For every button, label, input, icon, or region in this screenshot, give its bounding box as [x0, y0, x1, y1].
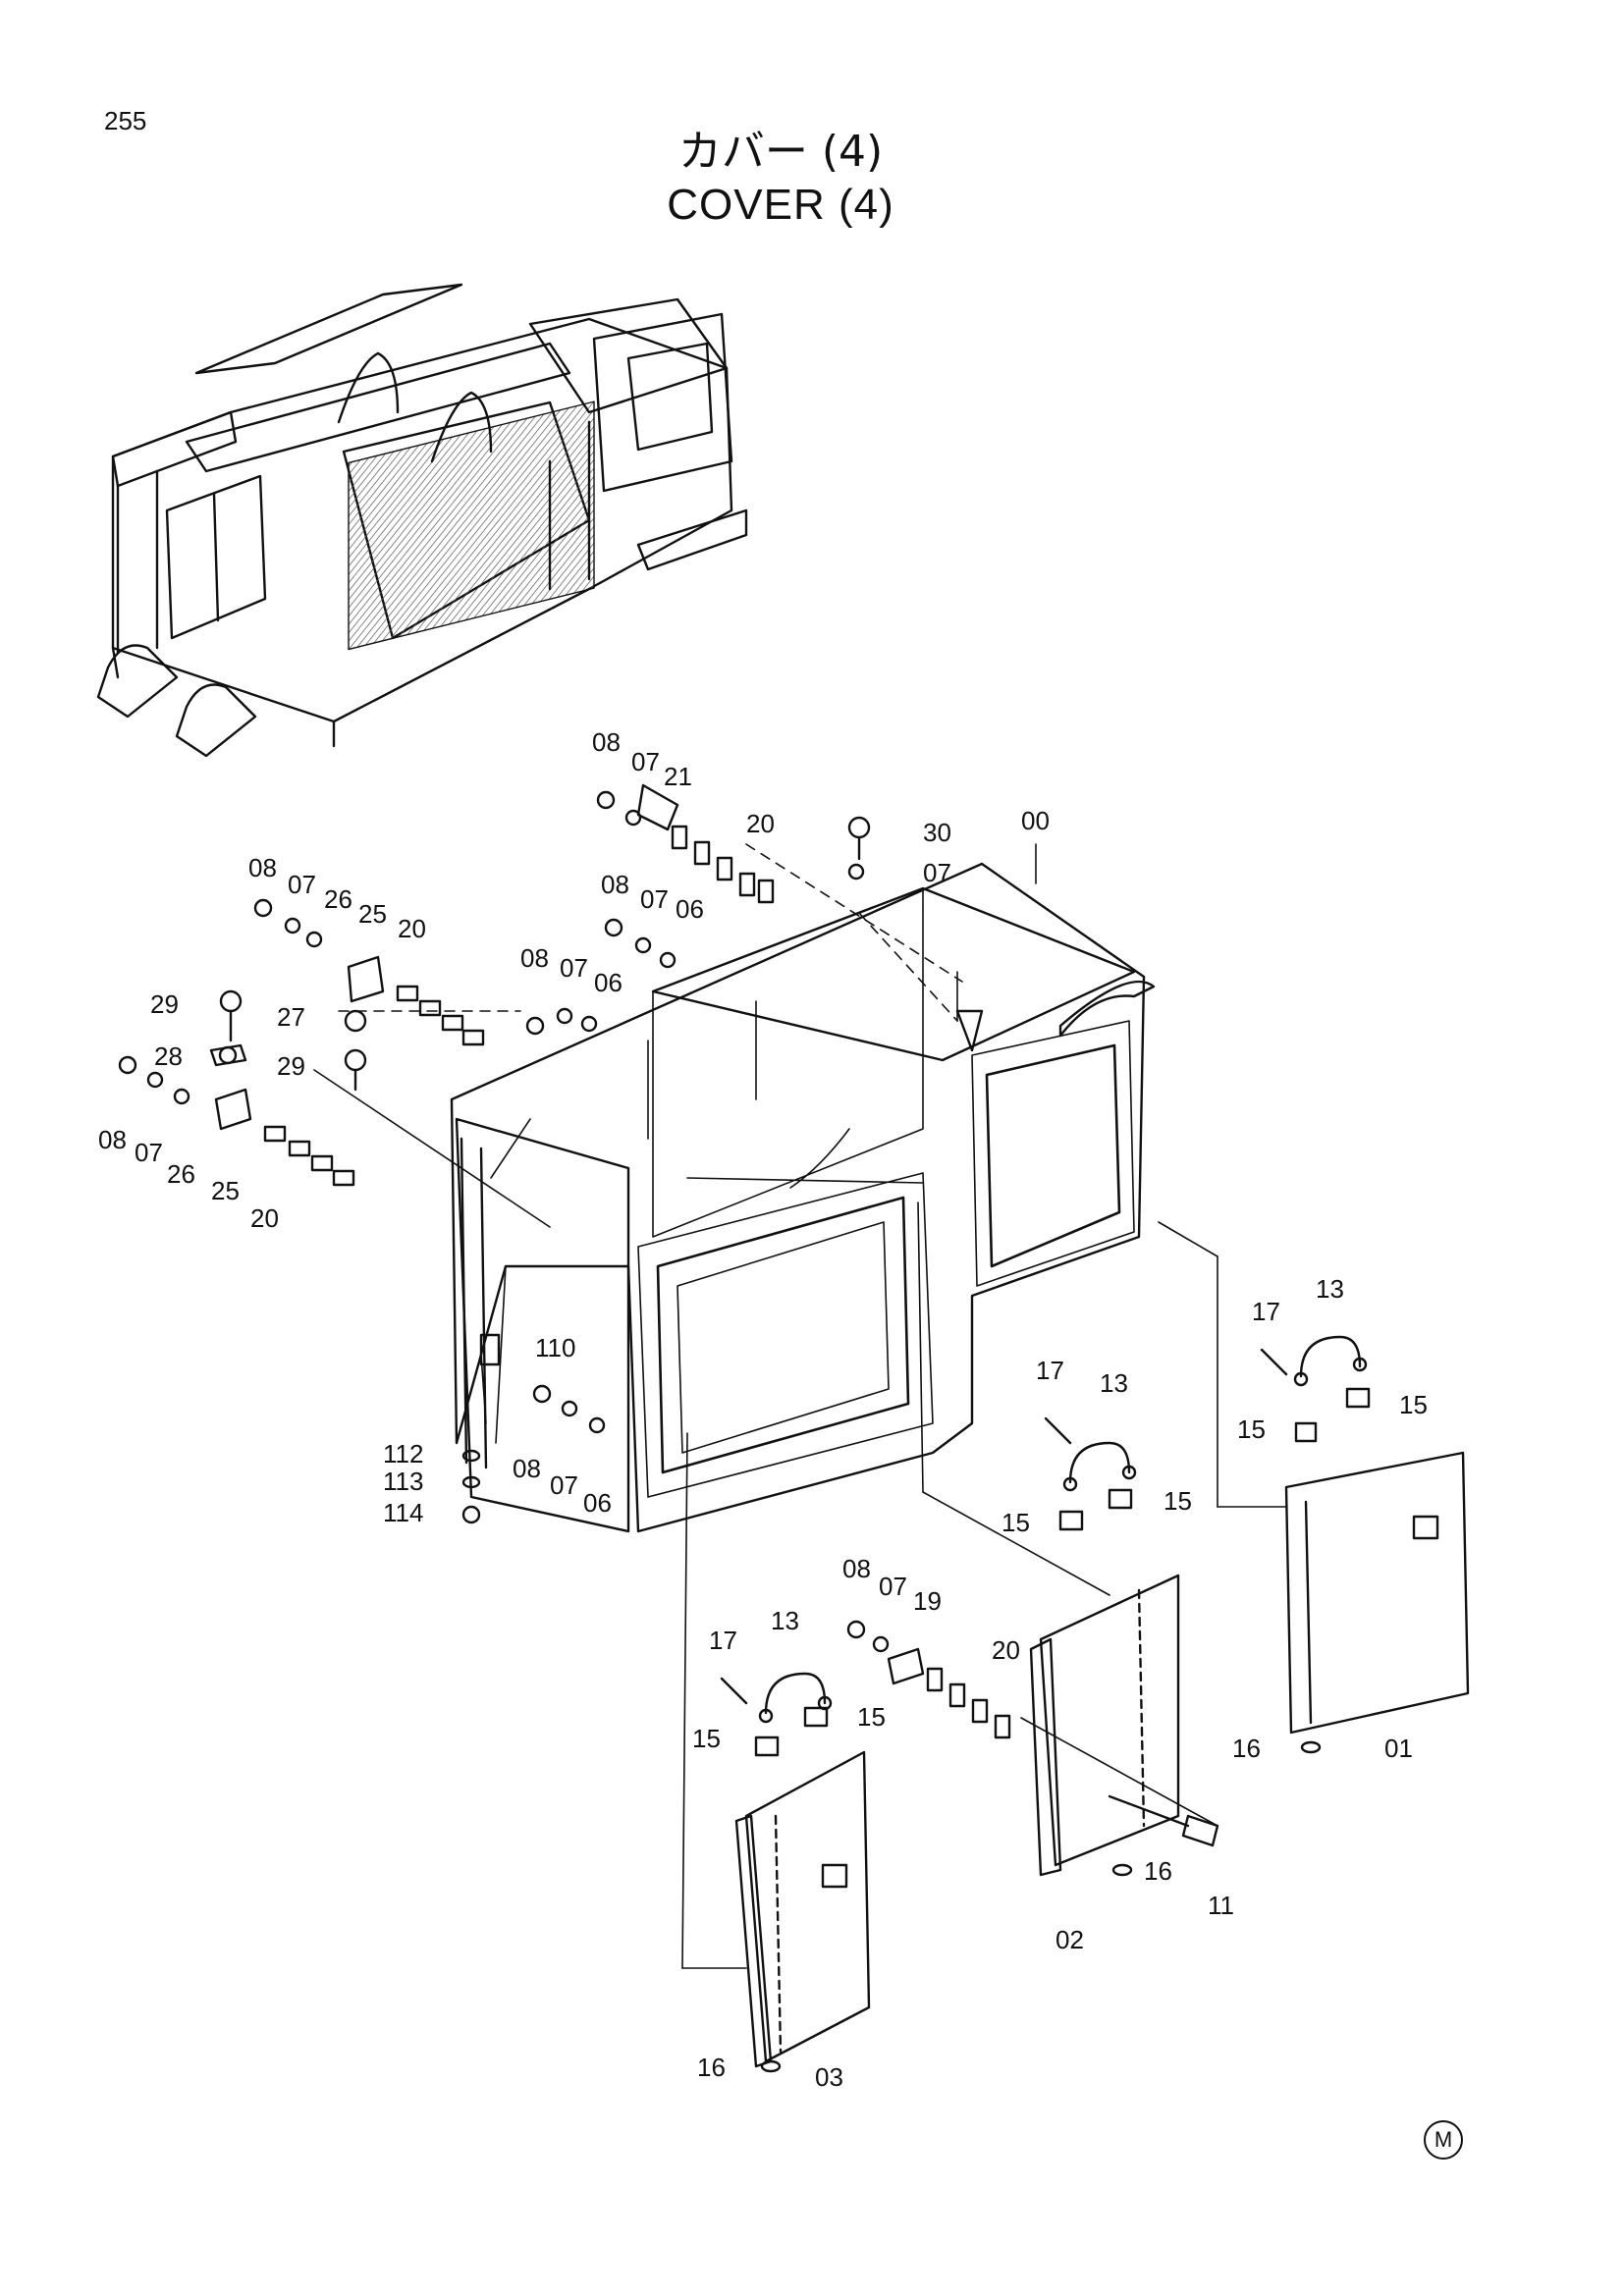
title-english: COVER (4) — [667, 181, 894, 229]
callout-17: 17 — [1252, 1297, 1280, 1326]
callout-16: 16 — [1232, 1734, 1261, 1763]
callout-25: 25 — [358, 899, 387, 929]
callout-20: 20 — [746, 809, 775, 838]
cover-frame-icon — [450, 862, 1156, 1533]
callout-07: 07 — [288, 870, 316, 899]
callout-16: 16 — [697, 2053, 726, 2082]
eye-bolt-icon — [847, 816, 871, 839]
hardware — [118, 783, 1371, 2073]
callout-15: 15 — [1001, 1508, 1030, 1537]
callout-29: 29 — [150, 989, 179, 1019]
callout-16: 16 — [1144, 1856, 1172, 1886]
callout-17: 17 — [709, 1626, 737, 1655]
callout-06: 06 — [594, 968, 623, 997]
callout-13: 13 — [771, 1606, 799, 1635]
callout-07: 07 — [135, 1138, 163, 1167]
title-japanese: カバー (4) — [677, 127, 884, 177]
excavator-overview-icon — [96, 283, 748, 758]
callout-07: 07 — [560, 953, 588, 983]
callout-07: 07 — [640, 884, 669, 914]
page-number: 255 — [104, 106, 147, 135]
washer-icon — [624, 809, 642, 827]
callout-01: 01 — [1384, 1734, 1413, 1763]
callout-08: 08 — [98, 1125, 127, 1154]
callout-11: 11 — [1208, 1891, 1234, 1920]
callout-06: 06 — [583, 1488, 612, 1518]
handle-icon — [1299, 1335, 1362, 1378]
callout-03: 03 — [815, 2062, 843, 2092]
leader-lines — [313, 843, 1287, 1969]
callout-13: 13 — [1316, 1274, 1344, 1304]
callout-30: 30 — [923, 818, 951, 847]
callout-07: 07 — [923, 858, 951, 887]
callout-114: 114 — [383, 1498, 423, 1527]
callout-13: 13 — [1100, 1368, 1128, 1398]
callout-25: 25 — [211, 1176, 240, 1205]
callout-26: 26 — [324, 884, 352, 914]
nut-icon — [596, 790, 616, 810]
callout-15: 15 — [1164, 1486, 1192, 1516]
callout-08: 08 — [520, 943, 549, 973]
callout-labels: 00 01 02 03 08 07 21 20 30 07 08 07 06 0… — [98, 727, 1428, 2092]
callout-29: 29 — [277, 1051, 305, 1081]
callout-07: 07 — [631, 747, 660, 776]
callout-110: 110 — [535, 1333, 575, 1362]
manufacturer-mark: M — [1424, 2120, 1463, 2160]
callout-02: 02 — [1056, 1925, 1084, 1954]
callout-20: 20 — [992, 1635, 1020, 1665]
callout-26: 26 — [167, 1159, 195, 1189]
callout-15: 15 — [1237, 1415, 1266, 1444]
callout-08: 08 — [592, 727, 621, 757]
callout-08: 08 — [842, 1554, 871, 1583]
callout-27: 27 — [277, 1002, 305, 1032]
shim-plate-icon — [671, 825, 688, 850]
callout-19: 19 — [913, 1586, 942, 1616]
callout-08: 08 — [513, 1454, 541, 1483]
callout-08: 08 — [601, 870, 629, 899]
callout-113: 113 — [383, 1467, 423, 1496]
door-panel-icon — [734, 1451, 1470, 2068]
callout-28: 28 — [154, 1041, 183, 1071]
callout-07: 07 — [879, 1572, 907, 1601]
bracket-icon — [636, 783, 679, 831]
callout-15: 15 — [1399, 1390, 1428, 1419]
callout-20: 20 — [398, 914, 426, 943]
callout-21: 21 — [664, 762, 692, 791]
callout-17: 17 — [1036, 1356, 1064, 1385]
callout-112: 112 — [383, 1439, 423, 1468]
callout-08: 08 — [248, 853, 277, 882]
callout-00: 00 — [1021, 806, 1050, 835]
callout-15: 15 — [857, 1702, 886, 1732]
title-block: カバー (4) COVER (4) — [550, 126, 1011, 232]
bolt-icon — [219, 989, 243, 1013]
callout-20: 20 — [250, 1203, 279, 1233]
callout-06: 06 — [676, 894, 704, 924]
callout-15: 15 — [692, 1724, 721, 1753]
callout-07: 07 — [550, 1470, 578, 1500]
